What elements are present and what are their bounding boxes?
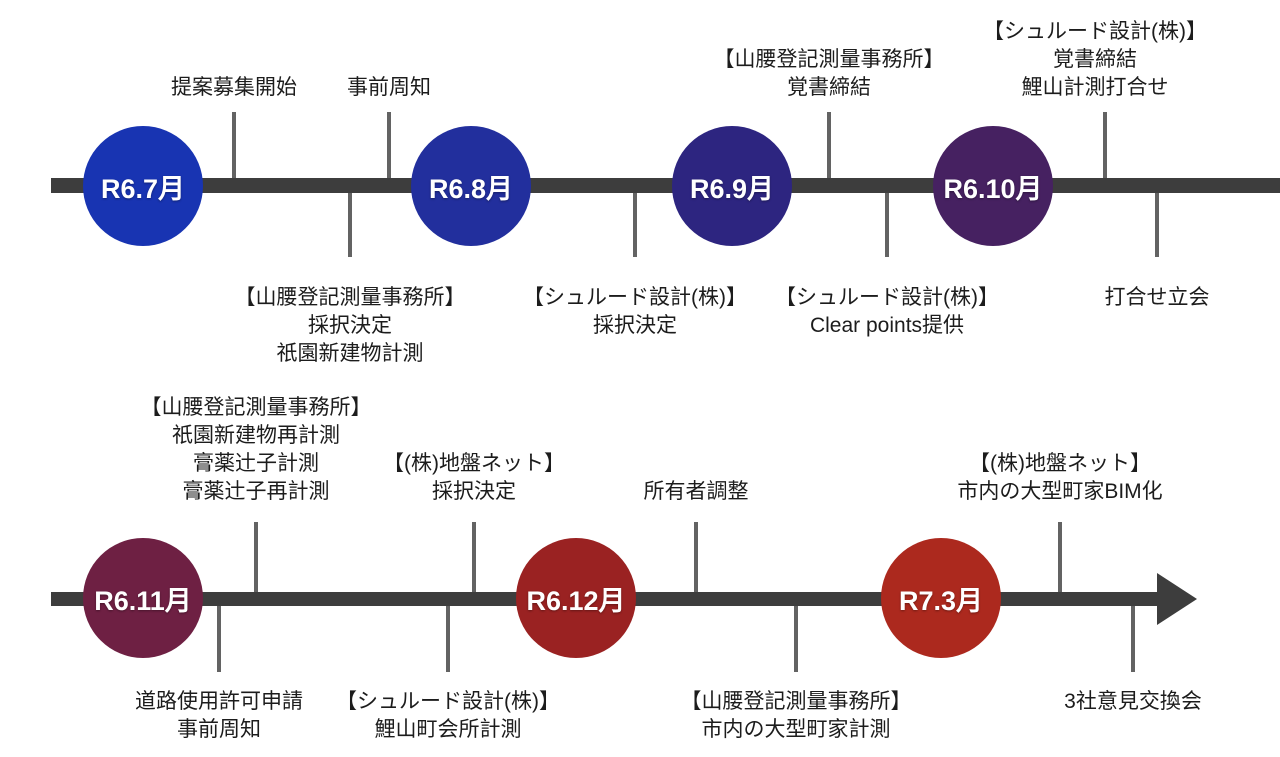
event-line: 【(株)地盤ネット】 — [969, 452, 1151, 475]
event-line: 採択決定 — [308, 314, 392, 337]
tick-line — [794, 606, 798, 672]
event-label: 【(株)地盤ネット】 市内の大型町家BIM化 — [900, 450, 1220, 506]
event-line: 【シュルード設計(株)】 — [983, 20, 1207, 43]
tick-line — [254, 522, 258, 592]
milestone-r7-3: R7.3月 — [881, 538, 1001, 658]
event-line: 事前周知 — [347, 76, 431, 99]
tick-line — [387, 112, 391, 178]
event-line: 【山腰登記測量事務所】 — [713, 48, 945, 71]
event-label: 所有者調整 — [536, 478, 856, 506]
event-line: 【シュルード設計(株)】 — [775, 286, 999, 309]
event-line: 【山腰登記測量事務所】 — [140, 396, 372, 419]
milestone-r6-12: R6.12月 — [516, 538, 636, 658]
event-line: 採択決定 — [432, 480, 516, 503]
event-line: 提案募集開始 — [171, 76, 297, 99]
event-line: 鯉山計測打合せ — [1021, 76, 1169, 99]
tick-line — [827, 112, 831, 178]
event-label: 打合せ立会 — [997, 284, 1280, 312]
event-line: 祇園新建物計測 — [276, 342, 424, 365]
event-line: 膏薬辻子再計測 — [182, 480, 330, 503]
event-line: 覚書締結 — [1053, 48, 1137, 71]
milestone-r6-7: R6.7月 — [83, 126, 203, 246]
event-line: 覚書締結 — [787, 76, 871, 99]
tick-line — [232, 112, 236, 178]
event-label: 【山腰登記測量事務所】 祇園新建物再計測 膏薬辻子計測 膏薬辻子再計測 — [96, 394, 416, 506]
tick-line — [1058, 522, 1062, 592]
arrow-right-icon — [1157, 573, 1197, 625]
event-label: 事前周知 — [229, 74, 549, 102]
tick-line — [472, 522, 476, 592]
event-label: 【シュルード設計(株)】 Clear points提供 — [727, 284, 1047, 340]
tick-line — [1155, 193, 1159, 257]
milestone-label: R6.10月 — [943, 173, 1043, 204]
tick-line — [446, 606, 450, 672]
milestone-r6-10: R6.10月 — [933, 126, 1053, 246]
event-line: 打合せ立会 — [1104, 286, 1210, 309]
tick-line — [694, 522, 698, 592]
milestone-r6-8: R6.8月 — [411, 126, 531, 246]
event-label: 【シュルード設計(株)】 鯉山町会所計測 — [288, 688, 608, 744]
event-line: 祇園新建物再計測 — [172, 424, 340, 447]
milestone-label: R6.11月 — [94, 585, 192, 616]
event-label: 【山腰登記測量事務所】 市内の大型町家計測 — [636, 688, 956, 744]
event-line: 【シュルード設計(株)】 — [336, 690, 560, 713]
event-line: Clear points提供 — [809, 314, 965, 337]
milestone-r6-9: R6.9月 — [672, 126, 792, 246]
event-line: 3社意見交換会 — [1064, 690, 1202, 713]
milestone-label: R7.3月 — [898, 585, 984, 616]
event-line: 【山腰登記測量事務所】 — [680, 690, 912, 713]
event-line: 市内の大型町家計測 — [701, 718, 891, 741]
event-line: 【山腰登記測量事務所】 — [234, 286, 466, 309]
event-label: 【山腰登記測量事務所】 覚書締結 — [669, 46, 989, 102]
event-line: 道路使用許可申請 — [135, 690, 303, 713]
milestone-label: R6.12月 — [526, 585, 626, 616]
event-line: 膏薬辻子計測 — [193, 452, 319, 475]
event-line: 事前周知 — [177, 718, 261, 741]
milestone-label: R6.9月 — [689, 173, 775, 204]
event-label: 【山腰登記測量事務所】 採択決定 祇園新建物計測 — [190, 284, 510, 368]
tick-line — [1131, 606, 1135, 672]
tick-line — [633, 193, 637, 257]
timeline-bar-top — [51, 178, 1280, 193]
event-label: 【シュルード設計(株)】 採択決定 — [475, 284, 795, 340]
tick-line — [1103, 112, 1107, 178]
event-line: 【シュルード設計(株)】 — [523, 286, 747, 309]
event-line: 採択決定 — [593, 314, 677, 337]
event-label: 提案募集開始 — [74, 74, 394, 102]
event-line: 所有者調整 — [643, 480, 749, 503]
event-line: 鯉山町会所計測 — [374, 718, 522, 741]
event-line: 【(株)地盤ネット】 — [383, 452, 565, 475]
event-label: 3社意見交換会 — [973, 688, 1280, 716]
tick-line — [348, 193, 352, 257]
milestone-label: R6.8月 — [428, 173, 514, 204]
event-label: 道路使用許可申請 事前周知 — [59, 688, 379, 744]
tick-line — [885, 193, 889, 257]
event-label: 【シュルード設計(株)】 覚書締結 鯉山計測打合せ — [935, 18, 1255, 102]
milestone-r6-11: R6.11月 — [83, 538, 203, 658]
event-line: 市内の大型町家BIM化 — [957, 480, 1163, 503]
tick-line — [217, 606, 221, 672]
milestone-label: R6.7月 — [100, 173, 186, 204]
event-label: 【(株)地盤ネット】 採択決定 — [314, 450, 634, 506]
